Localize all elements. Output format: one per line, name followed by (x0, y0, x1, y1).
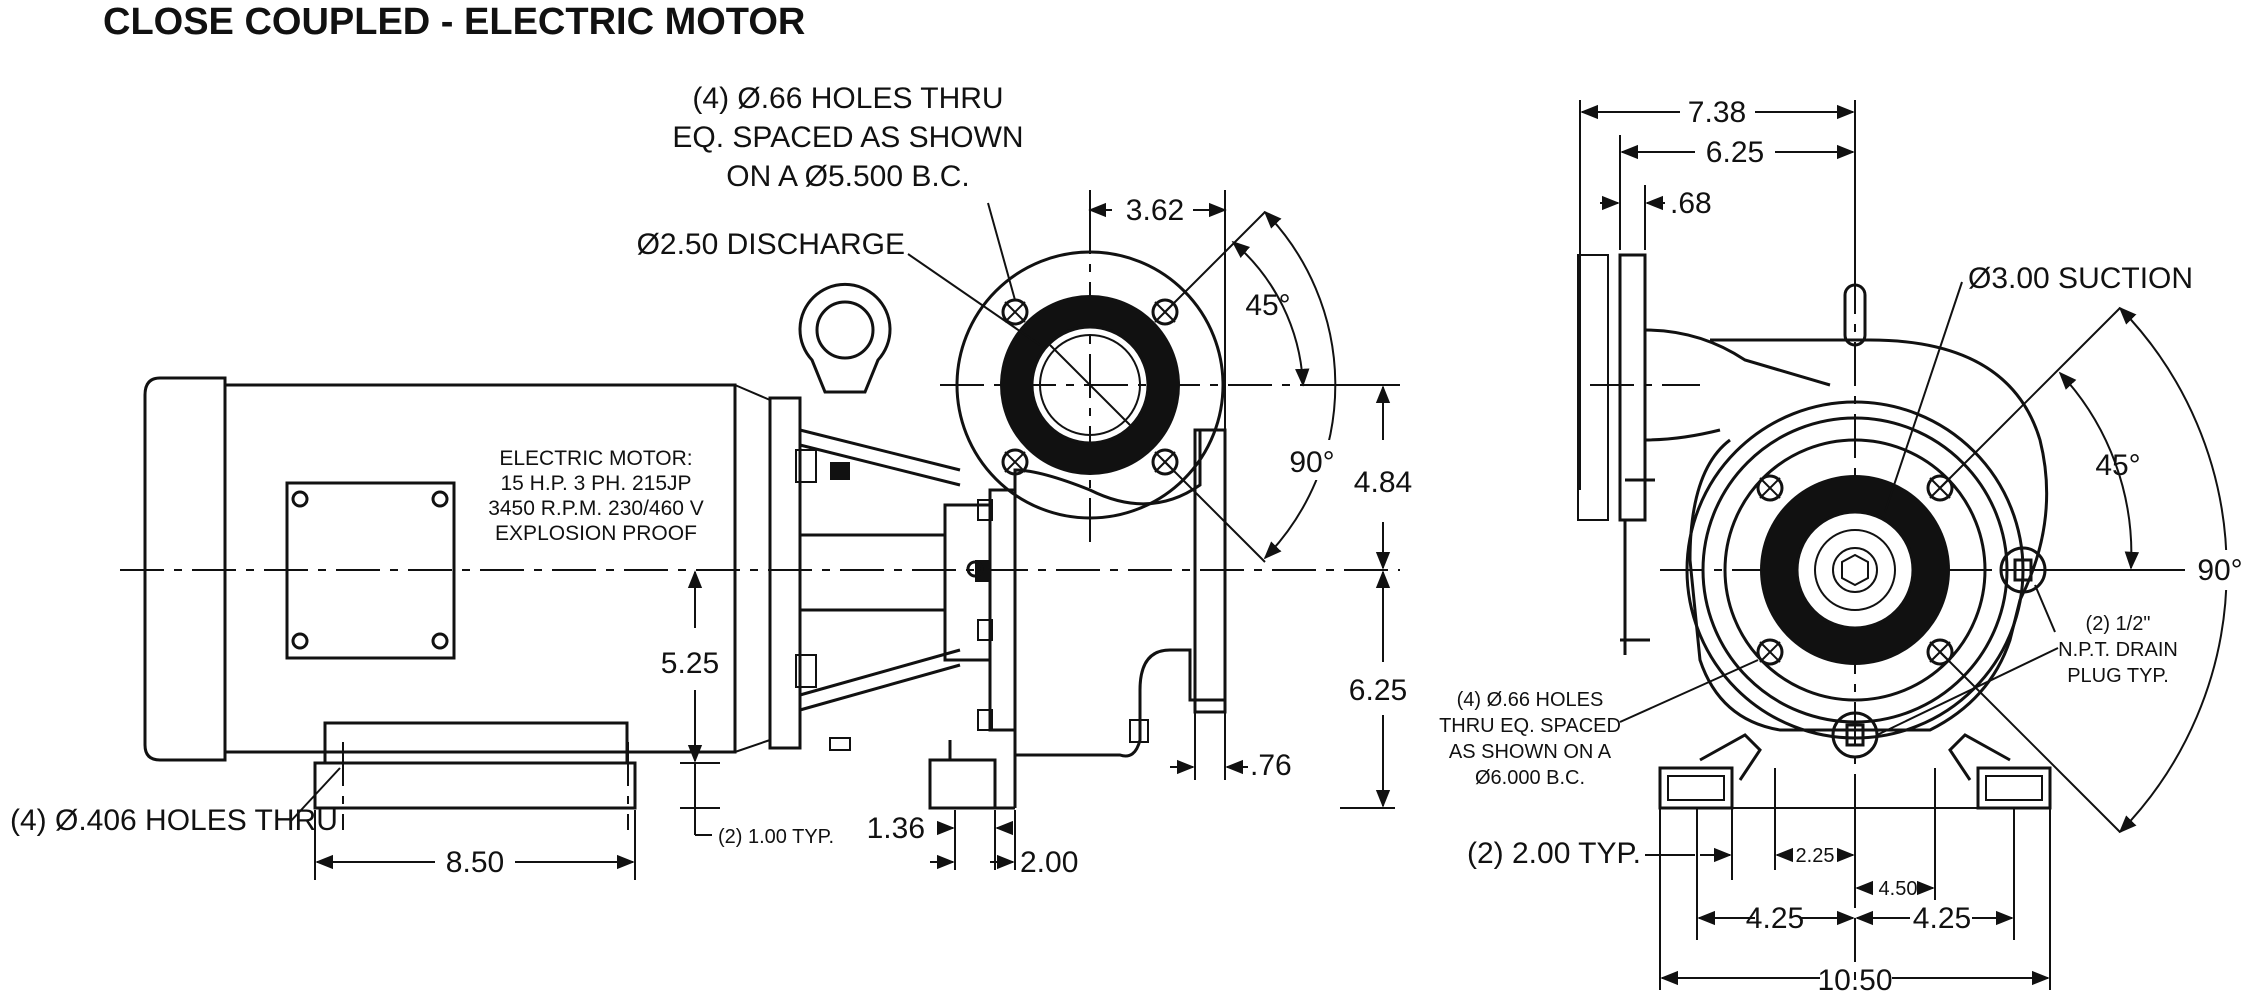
motor-end-cap (143, 376, 227, 762)
junction-box (285, 481, 456, 660)
motor-body (223, 383, 737, 754)
flange-holes-note-line-3: ON A Ø5.500 B.C. (726, 160, 969, 193)
holes-note-line-1: (4) Ø.66 HOLES (1457, 689, 1604, 711)
holes-note-line-2: THRU EQ. SPACED (1439, 715, 1621, 737)
dim-shaft-height-right: 6.25 (1349, 674, 1407, 707)
coupling-shaft (798, 533, 947, 612)
dim-end-angle-45: 45° (2095, 449, 2140, 482)
discharge-label: Ø2.50 DISCHARGE (637, 228, 905, 261)
dim-half-left: 4.25 (1746, 902, 1804, 935)
base-holes-label: (4) Ø.406 HOLES THRU (10, 804, 338, 837)
flange-holes-note-line-2: EQ. SPACED AS SHOWN (672, 121, 1023, 154)
dim-discharge-height: 4.84 (1354, 466, 1412, 499)
feet-typ-label: (2) 2.00 TYP. (1467, 837, 1641, 870)
top-plug (1843, 283, 1867, 347)
motor-foot (323, 721, 629, 765)
holes-note-line-3: AS SHOWN ON A (1449, 741, 1612, 763)
suction-flange (1193, 428, 1227, 714)
motor-base (313, 761, 637, 810)
motor-label-line-4: EXPLOSION PROOF (495, 522, 697, 545)
impeller-nut (1841, 553, 1869, 587)
holes-note-line-4: Ø6.000 B.C. (1475, 767, 1585, 789)
motor-label-line-1: ELECTRIC MOTOR: (499, 447, 692, 470)
motor-label-line-2: 15 H.P. 3 PH. 215JP (500, 472, 691, 495)
dim-end-angle-90: 90° (2197, 554, 2242, 587)
dim-foot-width: 1.36 (867, 812, 925, 845)
dim-foot-spacing-mid: 4.50 (1879, 878, 1918, 900)
suction-bore (1795, 510, 1915, 630)
dim-shaft-height-left: 5.25 (661, 647, 719, 680)
drain-note-line-1: (2) 1/2" (2086, 613, 2151, 635)
side-view: ELECTRIC MOTOR: 15 H.P. 3 PH. 215JP 3450… (10, 82, 1412, 880)
suction-label: Ø3.00 SUCTION (1968, 262, 2193, 295)
dim-overall-width: 10.50 (1817, 964, 1892, 997)
dim-foot-offset: 2.00 (1020, 846, 1078, 879)
right-foot (1976, 766, 2052, 810)
dim-overall-depth: 7.38 (1688, 96, 1746, 129)
end-view: 7.38 6.25 .68 Ø3.00 SUCTION 45° 90° (2) … (1439, 96, 2248, 997)
suction-bolt-holes (1756, 474, 1954, 666)
drain-note-line-3: PLUG TYP. (2067, 665, 2169, 687)
dim-foot-spacing-inner: 2.25 (1796, 845, 1835, 867)
dim-angle-90: 90° (1289, 446, 1334, 479)
dim-base-length: 8.50 (446, 846, 504, 879)
dim-angle-45: 45° (1245, 289, 1290, 322)
motor-label-line-3: 3450 R.P.M. 230/460 V (488, 497, 704, 520)
dim-foot-typ: (2) 1.00 TYP. (718, 826, 834, 848)
lifting-eye-hole (815, 300, 875, 360)
suction-flange-face (1723, 438, 1987, 702)
drain-note-line-2: N.P.T. DRAIN (2058, 639, 2178, 661)
dim-flange-thickness: .76 (1250, 749, 1292, 782)
dim-half-right: 4.25 (1913, 902, 1971, 935)
casing-foot (928, 758, 997, 810)
dim-flange-thickness-end: .68 (1670, 187, 1712, 220)
dim-flange-depth: 6.25 (1706, 136, 1764, 169)
dim-flange-offset: 3.62 (1126, 194, 1184, 227)
end-discharge-flange (1618, 253, 1647, 522)
lifting-eye (798, 282, 892, 394)
left-foot (1658, 766, 1734, 810)
volute-outline (1688, 338, 2049, 732)
seal-housing (943, 503, 992, 662)
drawing-title: CLOSE COUPLED - ELECTRIC MOTOR (103, 1, 805, 43)
flange-holes-note-line-1: (4) Ø.66 HOLES THRU (692, 82, 1003, 115)
